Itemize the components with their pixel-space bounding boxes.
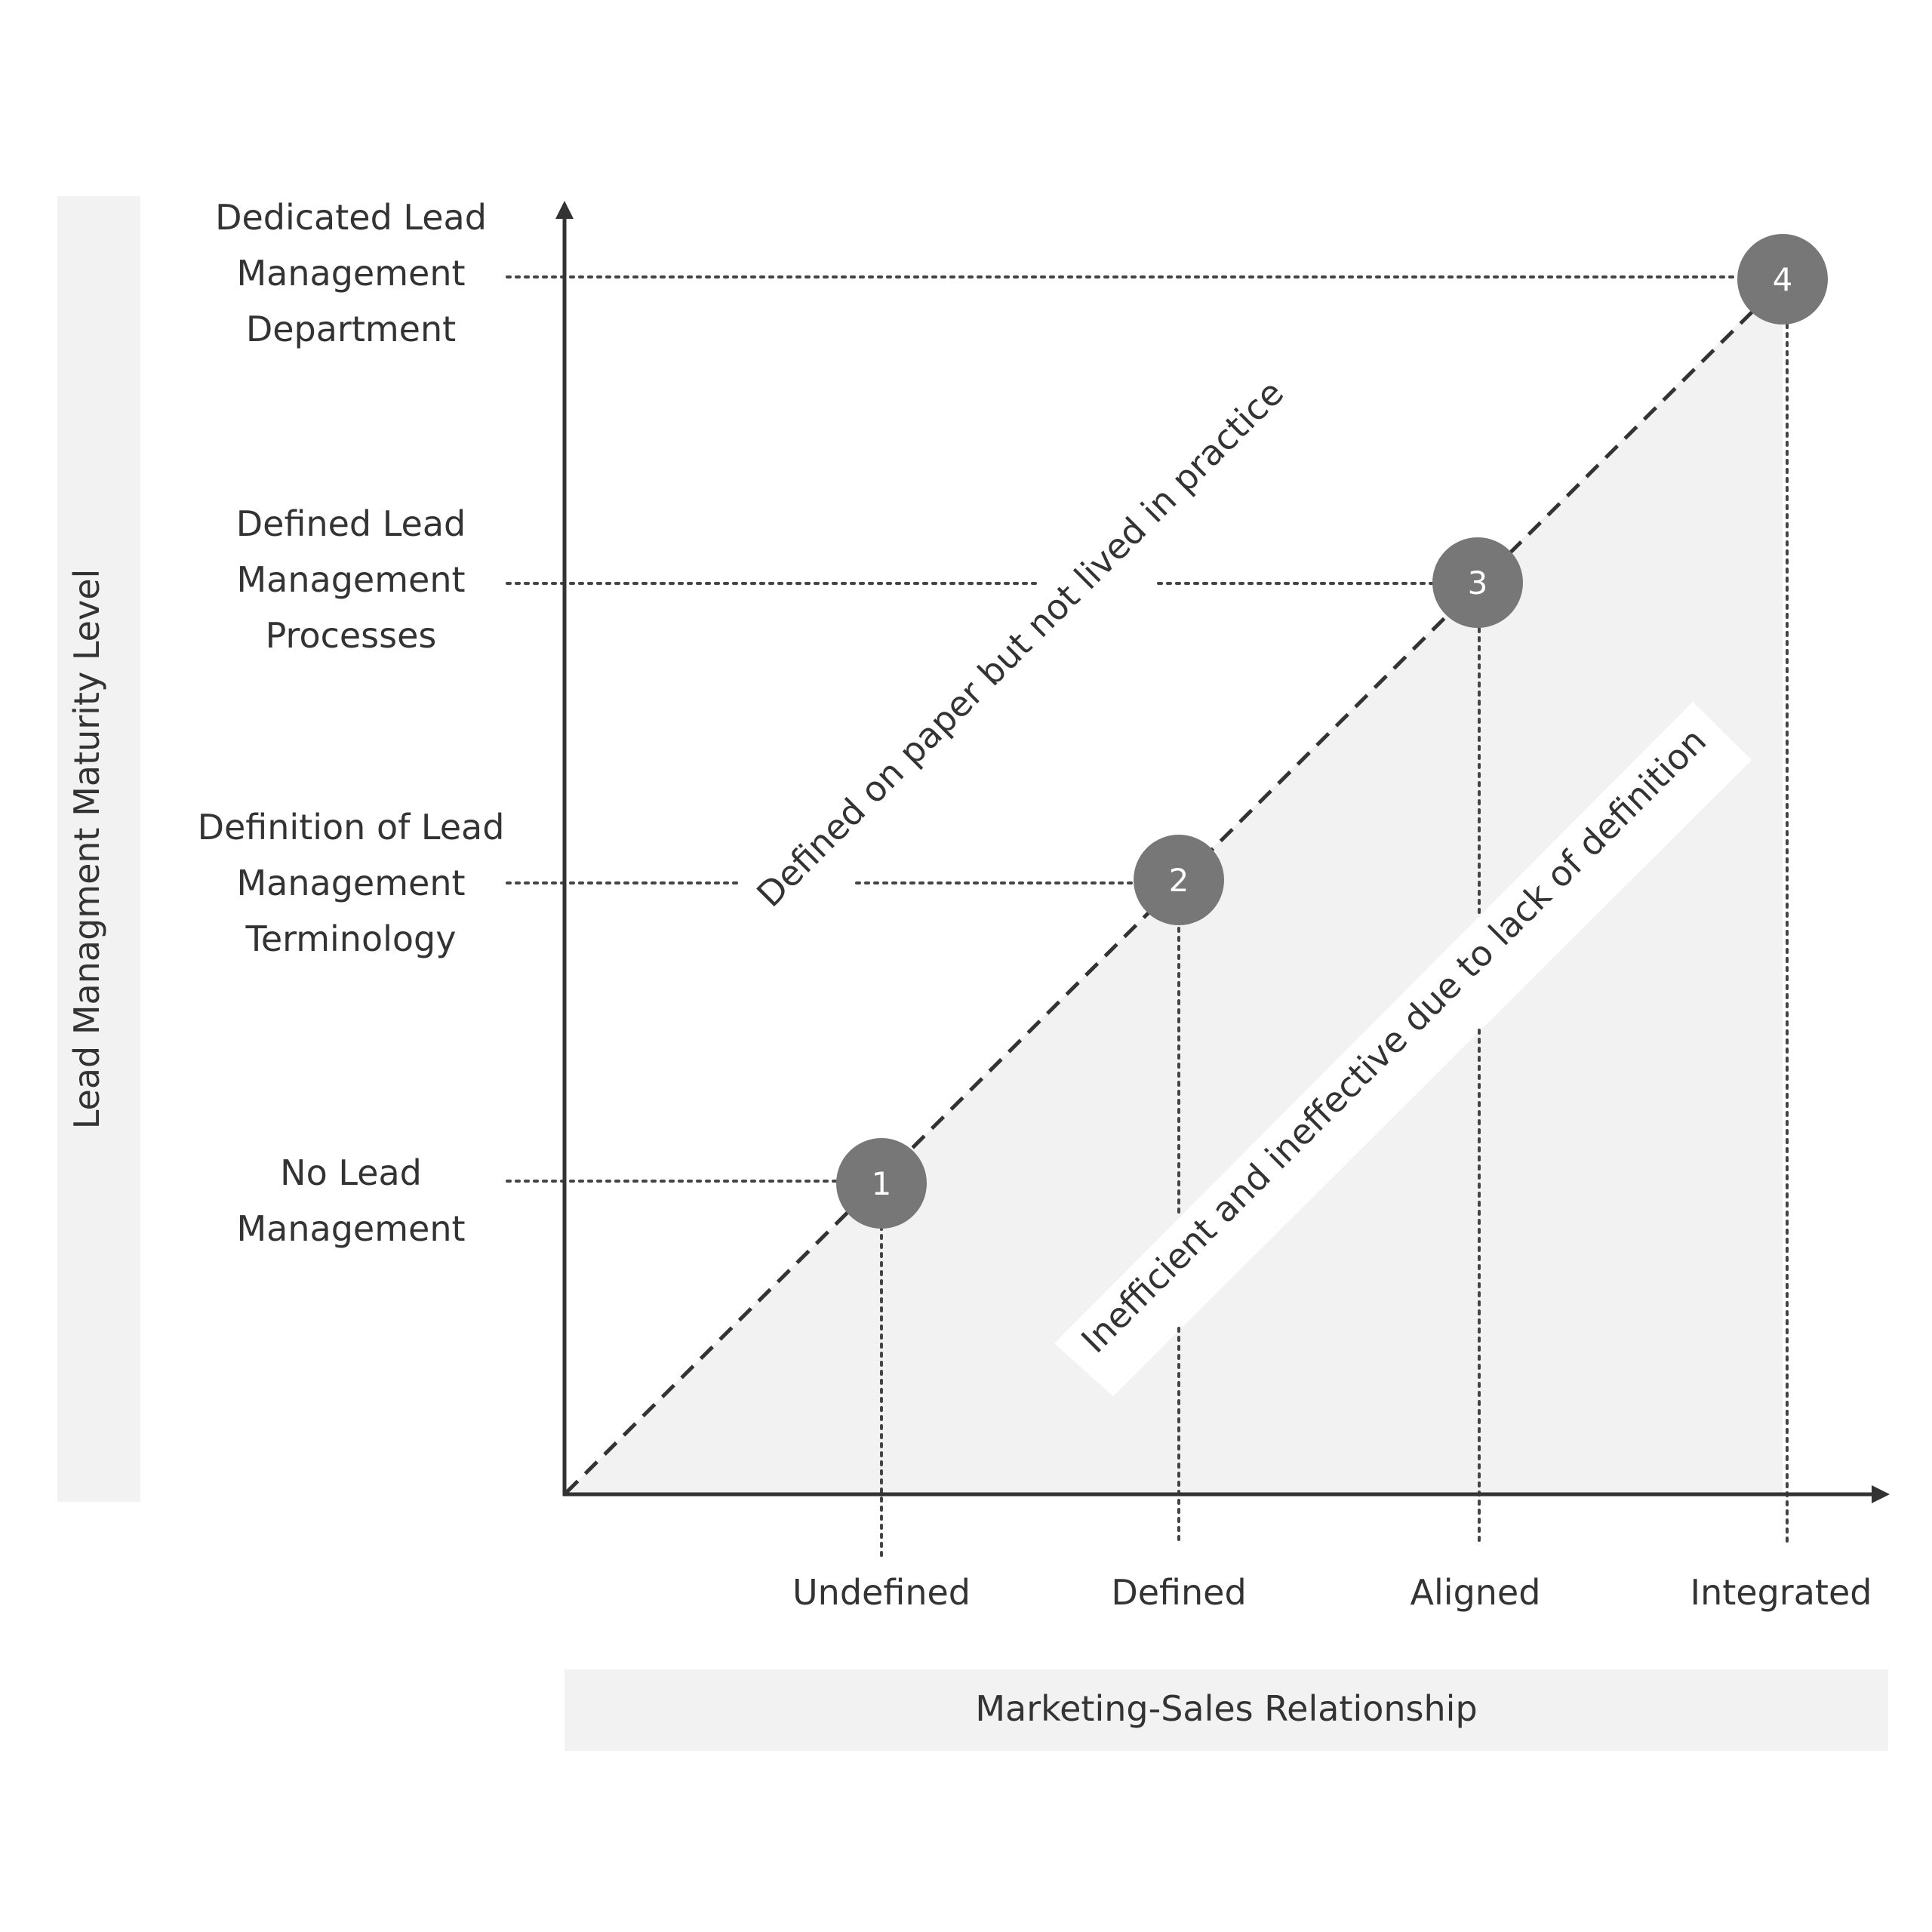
y-level-3-line-2: Management bbox=[236, 559, 465, 600]
y-level-label-2: Definition of Lead Management Terminolog… bbox=[198, 807, 505, 959]
y-level-3-line-3: Processes bbox=[266, 615, 437, 656]
annotation-band bbox=[1054, 702, 1752, 1396]
node-4: 4 bbox=[1737, 234, 1828, 325]
y-level-1-line-1: No Lead bbox=[280, 1152, 422, 1193]
node-3: 3 bbox=[1432, 537, 1523, 628]
y-axis-title-band bbox=[57, 196, 140, 1502]
x-level-label-2: Defined bbox=[1111, 1572, 1246, 1613]
x-axis-title-band bbox=[565, 1669, 1888, 1751]
y-level-4-line-3: Department bbox=[246, 309, 456, 349]
y-level-4-line-2: Management bbox=[236, 253, 465, 294]
x-level-label-4: Integrated bbox=[1690, 1572, 1872, 1613]
node-1-label: 1 bbox=[872, 1165, 892, 1202]
x-level-label-1: Undefined bbox=[792, 1572, 971, 1613]
y-level-label-3: Defined Lead Management Processes bbox=[236, 503, 466, 656]
x-level-label-3: Aligned bbox=[1411, 1572, 1541, 1613]
annotation-above-diagonal: Defined on paper but not lived in practi… bbox=[749, 372, 1291, 915]
y-axis-title: Lead Managment Maturity Level bbox=[66, 569, 107, 1130]
x-axis-arrow bbox=[1872, 1485, 1890, 1503]
node-2-label: 2 bbox=[1169, 862, 1189, 899]
y-level-label-1: No Lead Management bbox=[236, 1152, 465, 1249]
node-2: 2 bbox=[1134, 835, 1224, 925]
y-level-2-line-1: Definition of Lead bbox=[198, 807, 505, 848]
node-4-label: 4 bbox=[1773, 261, 1793, 298]
y-level-4-line-1: Dedicated Lead bbox=[215, 197, 487, 238]
y-level-3-line-1: Defined Lead bbox=[236, 503, 466, 544]
node-3-label: 3 bbox=[1468, 565, 1488, 601]
y-level-label-4: Dedicated Lead Management Department bbox=[215, 197, 487, 349]
node-1: 1 bbox=[836, 1138, 927, 1229]
y-level-1-line-2: Management bbox=[236, 1208, 465, 1249]
y-axis-arrow bbox=[555, 201, 574, 219]
y-level-2-line-2: Management bbox=[236, 863, 465, 903]
y-level-2-line-3: Terminology bbox=[245, 918, 457, 959]
x-axis-title: Marketing-Sales Relationship bbox=[975, 1688, 1477, 1729]
